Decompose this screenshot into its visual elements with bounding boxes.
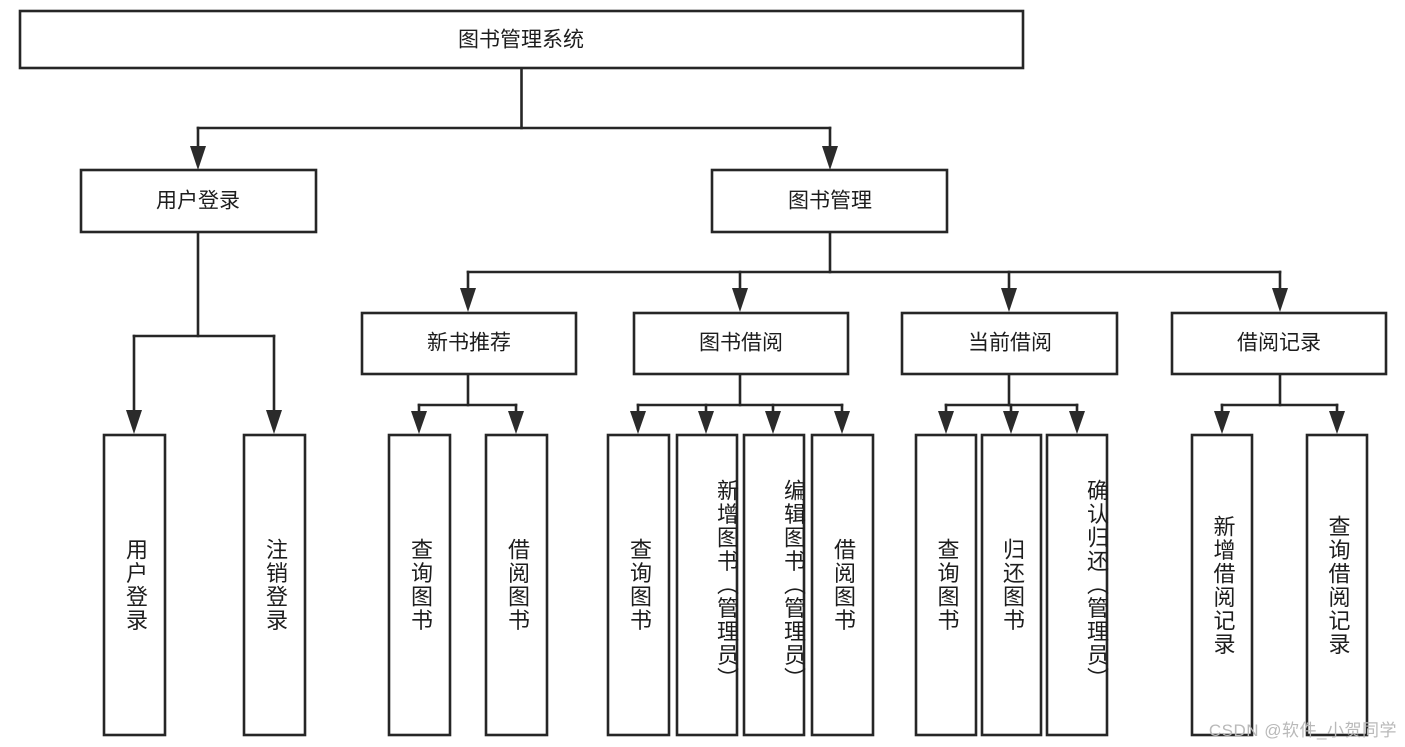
node-leaf-user-login[interactable] — [102, 433, 167, 737]
connector-currentborrow-to-leaves — [938, 372, 1085, 434]
connector-borrowrecord-to-leaves — [1214, 372, 1345, 434]
connector-root-to-level2 — [190, 66, 838, 170]
connector-userlogin-to-leaves — [126, 230, 282, 434]
connector-newbook-to-leaves — [411, 372, 524, 434]
node-root[interactable]: 图书管理系统 — [18, 9, 1025, 70]
node-leaf-add-book[interactable] — [675, 433, 739, 737]
node-leaf-borrow-book-2[interactable] — [810, 433, 875, 737]
node-user-login-label: 用户登录 — [156, 190, 240, 213]
csdn-watermark: CSDN @软件_小贺同学 — [1208, 721, 1397, 740]
node-leaf-query-book-1[interactable] — [387, 433, 452, 737]
node-book-borrow-label: 图书借阅 — [699, 332, 783, 355]
node-leaf-logout-login[interactable] — [242, 433, 307, 737]
connector-bookmanage-to-level3 — [460, 230, 1288, 312]
node-leaf-query-book-3[interactable] — [914, 433, 978, 737]
node-leaf-edit-book[interactable] — [742, 433, 806, 737]
node-current-borrow[interactable]: 当前借阅 — [900, 311, 1119, 376]
node-borrow-record[interactable]: 借阅记录 — [1170, 311, 1388, 376]
node-current-borrow-label: 当前借阅 — [968, 332, 1052, 355]
node-leaf-confirm-return[interactable] — [1045, 433, 1109, 737]
connector-bookborrow-to-leaves — [630, 372, 850, 434]
node-borrow-record-label: 借阅记录 — [1237, 332, 1321, 355]
node-user-login[interactable]: 用户登录 — [79, 168, 318, 234]
node-book-manage-label: 图书管理 — [788, 190, 872, 213]
node-book-borrow[interactable]: 图书借阅 — [632, 311, 850, 376]
node-book-manage[interactable]: 图书管理 — [710, 168, 949, 234]
node-leaf-add-record[interactable] — [1190, 433, 1254, 737]
node-root-label: 图书管理系统 — [458, 29, 584, 52]
node-leaf-query-book-2[interactable] — [606, 433, 671, 737]
node-leaf-borrow-book-1[interactable] — [484, 433, 549, 737]
node-new-book-recommend-label: 新书推荐 — [427, 332, 511, 355]
node-new-book-recommend[interactable]: 新书推荐 — [360, 311, 578, 376]
node-leaf-query-record[interactable] — [1305, 433, 1369, 737]
node-leaf-return-book[interactable] — [980, 433, 1043, 737]
